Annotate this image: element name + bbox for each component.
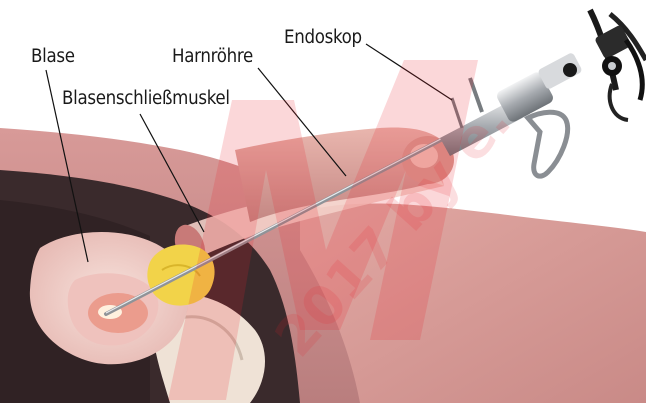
label-endoscope: Endoskop [284, 29, 362, 48]
label-urethra: Harnröhre [172, 48, 253, 67]
label-bladder: Blase [31, 48, 75, 67]
label-bladder-sphincter: Blasenschließmuskel [62, 90, 230, 109]
